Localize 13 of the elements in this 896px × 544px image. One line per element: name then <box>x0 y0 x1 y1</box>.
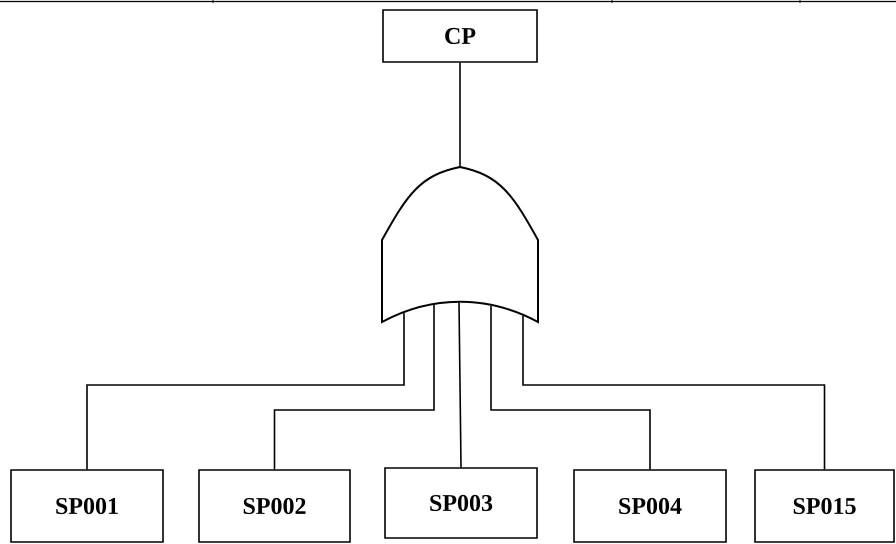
connector-line <box>86 313 405 470</box>
connector-line <box>490 306 651 470</box>
event-box: SP015 <box>754 469 895 543</box>
connector-line <box>459 62 461 166</box>
connector-line <box>458 302 462 468</box>
event-box: SP003 <box>384 467 538 539</box>
event-box: CP <box>382 9 538 63</box>
event-box: SP004 <box>573 469 727 543</box>
connector-line <box>522 316 826 470</box>
event-box: SP001 <box>10 469 164 543</box>
connector-line <box>274 305 435 470</box>
or-gate <box>381 166 539 323</box>
event-box: SP002 <box>198 469 351 543</box>
